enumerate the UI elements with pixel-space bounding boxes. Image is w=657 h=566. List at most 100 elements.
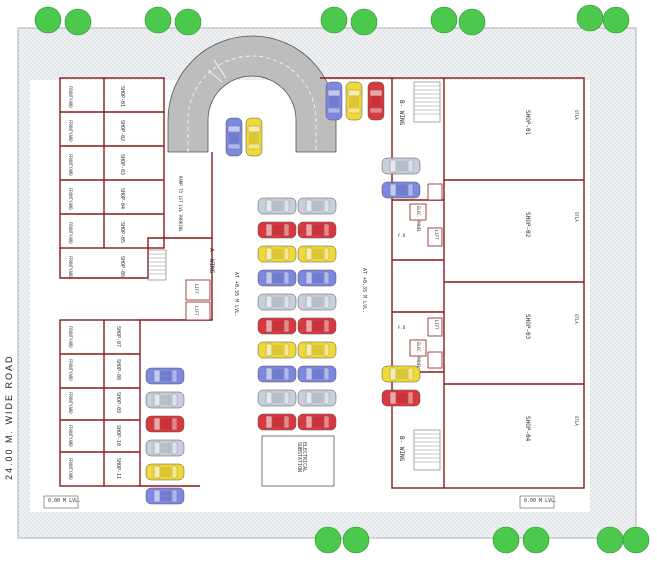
otla-label: OTLA <box>574 314 579 324</box>
frontyard-label: FRONTYARD <box>68 120 73 142</box>
car <box>257 269 297 287</box>
ground-level-left: 0.00 M LVL. <box>48 498 82 504</box>
shop-label: SHOP-03 <box>119 154 125 176</box>
car <box>297 221 337 239</box>
tree-icon <box>320 6 348 34</box>
car <box>257 365 297 383</box>
car <box>297 317 337 335</box>
lift-label-left: LIFT <box>194 284 199 294</box>
car <box>297 413 337 431</box>
shop-label: SHOP-10 <box>115 425 121 447</box>
shop-label: SHOP-05 <box>119 222 125 244</box>
road-label: 24.00 M. WIDE ROAD <box>4 354 14 480</box>
car <box>257 221 297 239</box>
car <box>257 341 297 359</box>
tree-icon <box>622 526 650 554</box>
level-left-label: AT +0.35 M LVL. <box>233 272 239 318</box>
frontyard-label: FRONTYARD <box>68 222 73 244</box>
shop-label: SHOP-04 <box>524 416 531 442</box>
car <box>381 365 421 383</box>
car <box>257 197 297 215</box>
frontyard-label: FRONTYARD <box>68 86 73 108</box>
frontyard-label: FRONTYARD <box>68 458 73 480</box>
frontyard-label: FRONTYARD <box>68 256 73 278</box>
tree-icon <box>596 526 624 554</box>
lift-boxes <box>185 183 443 369</box>
fd-label-top: F.D <box>398 233 406 238</box>
ground-level-right: 0.00 M LVL. <box>524 498 558 504</box>
elec-label-top: ELEC. PANEL <box>416 206 421 233</box>
wing-b-label-bottom: B- WING <box>398 436 405 462</box>
tree-icon <box>314 526 342 554</box>
tree-icon <box>458 8 486 36</box>
car <box>381 157 421 175</box>
frontyard-label: FRONTYARD <box>68 425 73 447</box>
shop-label: SHOP-11 <box>115 458 121 480</box>
car <box>297 365 337 383</box>
car <box>297 245 337 263</box>
lift-label-right-2: LIFT <box>434 320 439 330</box>
tree-icon <box>602 6 630 34</box>
shop-label: SHOP-04 <box>119 188 125 210</box>
tree-icon <box>576 4 604 32</box>
car <box>145 463 185 481</box>
lift-label-left-2: LIFT <box>194 306 199 316</box>
car <box>381 389 421 407</box>
shop-label: SHOP-01 <box>524 110 531 136</box>
walls <box>59 77 585 489</box>
car <box>257 293 297 311</box>
car <box>381 181 421 199</box>
elec-label-bottom: ELEC. PANEL <box>416 342 421 369</box>
otla-label: OTLA <box>574 212 579 222</box>
shop-label: SHOP-03 <box>524 314 531 340</box>
tree-icon <box>342 526 370 554</box>
car <box>297 341 337 359</box>
car <box>297 197 337 215</box>
substation-label: ELECTRICAL SUBSTATION <box>296 442 307 473</box>
electrical-substation <box>261 435 335 487</box>
car <box>297 389 337 407</box>
car <box>145 415 185 433</box>
car <box>145 487 185 505</box>
shop-label: SHOP-06 <box>119 256 125 278</box>
fd-label-bottom: F.D <box>398 325 406 330</box>
car <box>367 81 385 121</box>
tree-icon <box>174 8 202 36</box>
ramp-label: RAMP TO 1ST LVL PARKING <box>178 176 183 232</box>
frontyard-label: FRONTYARD <box>68 359 73 381</box>
car <box>245 117 263 157</box>
car <box>257 389 297 407</box>
car <box>145 391 185 409</box>
car <box>345 81 363 121</box>
frontyard-label: FRONTYARD <box>68 154 73 176</box>
tree-icon <box>34 6 62 34</box>
car <box>325 81 343 121</box>
car <box>145 367 185 385</box>
shop-label: SHOP-02 <box>119 120 125 142</box>
frontyard-label: FRONTYARD <box>68 392 73 414</box>
wing-a-label: A- WING <box>208 248 215 274</box>
shop-label: SHOP-08 <box>115 359 121 381</box>
shop-label: SHOP-09 <box>115 392 121 414</box>
trees <box>34 4 650 554</box>
otla-label: OTLA <box>574 110 579 120</box>
tree-icon <box>492 526 520 554</box>
shop-label: SHOP-07 <box>115 326 121 348</box>
shop-label: SHOP-01 <box>119 86 125 108</box>
tree-icon <box>430 6 458 34</box>
car <box>257 245 297 263</box>
car <box>297 269 337 287</box>
car <box>257 317 297 335</box>
tree-icon <box>144 6 172 34</box>
car <box>145 439 185 457</box>
car <box>297 293 337 311</box>
car <box>257 413 297 431</box>
car <box>225 117 243 157</box>
lift-label-right-1: LIFT <box>434 230 439 240</box>
shop-label: SHOP-02 <box>524 212 531 238</box>
otla-label: OTLA <box>574 416 579 426</box>
tree-icon <box>350 8 378 36</box>
tree-icon <box>64 8 92 36</box>
frontyard-label: FRONTYARD <box>68 326 73 348</box>
